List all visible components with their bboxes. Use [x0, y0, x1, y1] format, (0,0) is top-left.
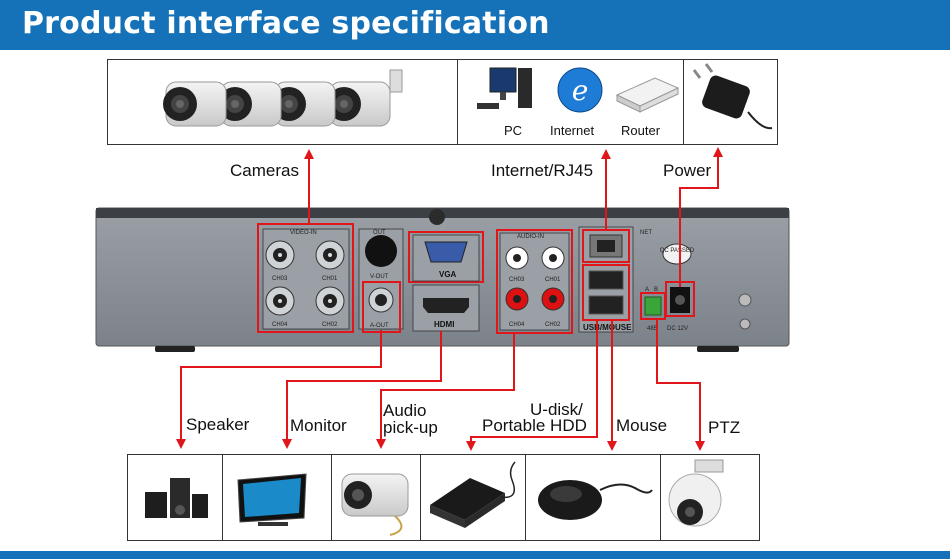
- a-out-port: [368, 287, 394, 313]
- audio-ch03-label: CH03: [509, 277, 525, 283]
- hdmi-port: [423, 298, 469, 313]
- audio-ch02-label: CH02: [545, 322, 561, 328]
- dc-label: DC 12V: [667, 326, 688, 332]
- usb-port-2: [588, 295, 624, 315]
- video-in-label: VIDEO-IN: [290, 230, 317, 236]
- rca-ch03: [505, 246, 529, 270]
- ptz-label: PTZ: [708, 418, 741, 437]
- hdd-icon: [430, 461, 516, 528]
- header-banner: Product interface specification: [0, 0, 950, 50]
- bnc-ch01: [315, 240, 345, 270]
- pickup-label: pick-up: [383, 418, 438, 437]
- monitor-label: Monitor: [290, 416, 347, 435]
- vga-port: [424, 241, 468, 263]
- pc-label: PC: [504, 123, 523, 138]
- rs485-b-label: B: [654, 287, 658, 293]
- qc-passed-sticker: QC PASSED: [660, 243, 695, 265]
- portable-hdd-label: Portable HDD: [482, 416, 587, 435]
- mouse-icon: [538, 480, 653, 520]
- a-out-label: A-OUT: [370, 323, 389, 329]
- bnc-ch02: [315, 286, 345, 316]
- rs485-terminal: [644, 296, 662, 316]
- usb-highlight: [582, 264, 630, 321]
- v-out-label: V-OUT: [370, 274, 389, 280]
- vga-highlight: [408, 231, 484, 283]
- speaker-label: Speaker: [186, 415, 250, 434]
- rca-ch02: [541, 287, 565, 311]
- internet-label: Internet: [550, 123, 595, 138]
- audio-ch04-label: CH04: [509, 322, 525, 328]
- router-icon: [615, 77, 680, 113]
- bnc-ch03: [265, 240, 295, 270]
- cameras-label: Cameras: [230, 161, 299, 180]
- usb-port-1: [588, 270, 624, 290]
- video-in-highlight: [257, 223, 354, 333]
- vga-label: VGA: [439, 270, 457, 279]
- audio-label: Audio: [383, 401, 427, 420]
- internet-rj45-label: Internet/RJ45: [491, 161, 594, 180]
- router-label: Router: [621, 123, 661, 138]
- udisk-label: U-disk/: [530, 400, 583, 419]
- rca-ch01: [541, 246, 565, 270]
- net-label: NET: [640, 230, 652, 236]
- ch01-label: CH01: [322, 276, 338, 282]
- power-label: Power: [663, 161, 712, 180]
- connection-arrows: [176, 147, 723, 451]
- svg-text:QC PASSED: QC PASSED: [660, 248, 695, 254]
- speaker-icon: [145, 478, 208, 518]
- rs485-a-label: A: [645, 287, 649, 293]
- ch04-label: CH04: [272, 322, 288, 328]
- audio-in-highlight: [496, 229, 573, 334]
- ch02-label: CH02: [322, 322, 338, 328]
- pc-icon: [477, 67, 532, 109]
- mouse-label: Mouse: [616, 416, 668, 435]
- ch03-label: CH03: [272, 276, 288, 282]
- monitor-icon: [237, 473, 307, 526]
- audio-camera-icon: [341, 473, 409, 536]
- svg-text:e: e: [572, 74, 589, 107]
- v-out-port: [365, 235, 397, 267]
- hdmi-label: HDMI: [434, 320, 454, 329]
- internet-icon: e: [557, 67, 603, 113]
- rs485-label: 485: [647, 326, 658, 332]
- page-title: Product interface specification: [22, 6, 550, 41]
- bullet-cameras-image: [163, 69, 403, 127]
- audio-in-label: AUDIO-IN: [517, 234, 544, 240]
- out-label: OUT: [373, 230, 386, 236]
- rca-ch04: [505, 287, 529, 311]
- audio-ch01-label: CH01: [545, 277, 561, 283]
- power-adapter-icon: [692, 63, 773, 130]
- ptz-camera-icon: [668, 459, 724, 527]
- bnc-ch04: [265, 286, 295, 316]
- usb-mouse-label: USB/MOUSE: [583, 323, 632, 332]
- footer-bar: [0, 551, 950, 559]
